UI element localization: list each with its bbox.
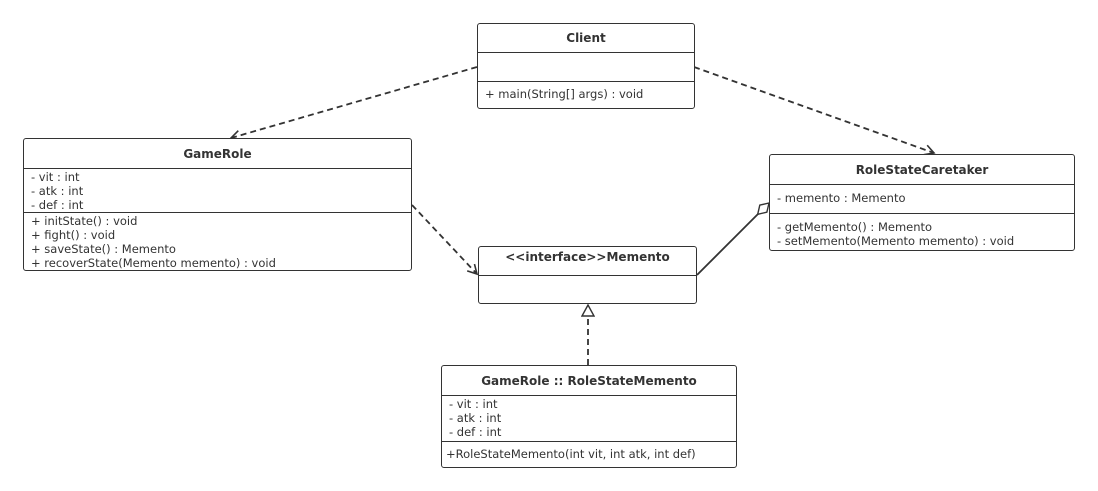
attribute: - def : int <box>31 198 84 212</box>
attribute: - def : int <box>449 425 502 439</box>
attribute: - atk : int <box>449 411 502 425</box>
class-client[interactable]: Client + main(String[] args) : void <box>477 23 695 109</box>
class-gamerole[interactable]: GameRole - vit : int - atk : int - def :… <box>23 138 412 271</box>
class-name: Client <box>478 24 694 53</box>
method: + initState() : void <box>31 214 138 228</box>
method: + main(String[] args) : void <box>485 87 644 101</box>
methods-section: + initState() : void + fight() : void + … <box>24 212 411 270</box>
class-name: RoleStateCaretaker <box>770 155 1074 185</box>
attributes-section: - vit : int - atk : int - def : int <box>442 396 736 441</box>
method: - setMemento(Memento memento) : void <box>777 234 1015 248</box>
method: + saveState() : Memento <box>31 242 176 256</box>
methods-section: - getMemento() : Memento - setMemento(Me… <box>770 213 1074 248</box>
attribute: - memento : Memento <box>777 191 906 205</box>
attribute: - atk : int <box>31 184 84 198</box>
class-rolestatecaretaker[interactable]: RoleStateCaretaker - memento : Memento -… <box>769 154 1075 251</box>
class-name: GameRole :: RoleStateMemento <box>442 366 736 396</box>
attribute: - vit : int <box>449 397 498 411</box>
attributes-section: - memento : Memento <box>770 185 1074 213</box>
attributes-section <box>478 53 694 81</box>
method: + fight() : void <box>31 228 116 242</box>
aggregation-caretaker-memento <box>696 203 769 276</box>
methods-section: + main(String[] args) : void <box>478 81 694 101</box>
attribute: - vit : int <box>31 170 80 184</box>
method: - getMemento() : Memento <box>777 220 933 234</box>
dependency-client-gamerole <box>229 66 478 142</box>
method: +RoleStateMemento(int vit, int atk, int … <box>446 447 696 461</box>
class-name: <<interface>>Memento <box>479 247 696 276</box>
class-rolestatememento[interactable]: GameRole :: RoleStateMemento - vit : int… <box>441 365 737 468</box>
attributes-section: - vit : int - atk : int - def : int <box>24 169 411 212</box>
methods-section: +RoleStateMemento(int vit, int atk, int … <box>442 441 736 461</box>
body-section <box>479 276 696 277</box>
dependency-client-caretaker <box>693 66 936 156</box>
dependency-gamerole-memento <box>411 204 479 276</box>
class-memento-interface[interactable]: <<interface>>Memento <box>478 246 697 304</box>
method: + recoverState(Memento memento) : void <box>31 256 276 270</box>
class-name: GameRole <box>24 139 411 169</box>
